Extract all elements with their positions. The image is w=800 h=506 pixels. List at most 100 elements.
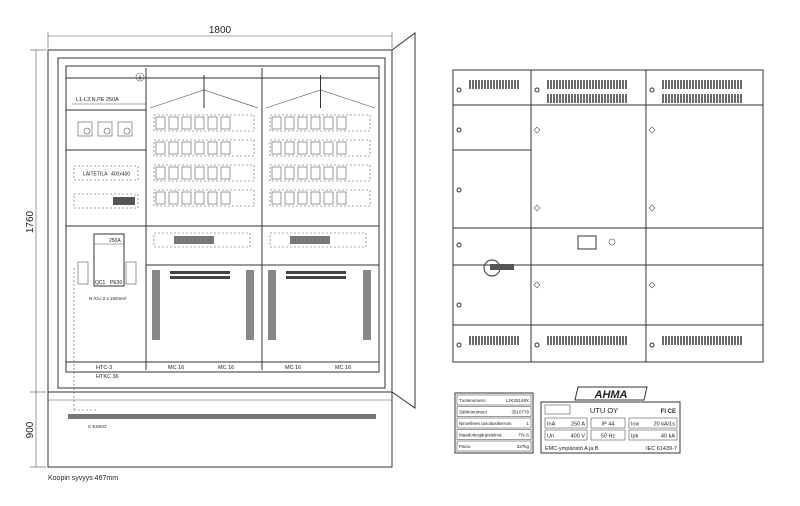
breaker-icon bbox=[284, 191, 295, 205]
plinth-dimension-text: 900 bbox=[25, 421, 36, 438]
spec-label: Paino bbox=[459, 444, 471, 449]
position-mark: 6 bbox=[139, 76, 142, 82]
spec-label: Nimellinen tasoitusikerroin bbox=[459, 421, 512, 426]
breaker-icon bbox=[207, 166, 218, 180]
breaker-row bbox=[153, 189, 255, 207]
spec-row bbox=[456, 429, 532, 440]
breaker-row bbox=[269, 189, 371, 207]
brand-logo: AHMA bbox=[594, 389, 628, 401]
screw-icon bbox=[534, 342, 540, 348]
screw-icon bbox=[456, 342, 462, 348]
bottom-label: MC 16 bbox=[335, 365, 351, 371]
screw-icon bbox=[456, 127, 462, 133]
rating-text: 250 A bbox=[571, 422, 585, 428]
breaker-row bbox=[153, 164, 255, 182]
n-busbar bbox=[170, 276, 230, 279]
breaker-icon bbox=[155, 166, 166, 180]
main-switch-id: QC1 bbox=[95, 280, 106, 286]
bottom-label: MC 16 bbox=[285, 365, 301, 371]
screw-icon bbox=[649, 342, 655, 348]
breaker-icon bbox=[181, 141, 192, 155]
breaker-icon bbox=[336, 166, 347, 180]
spec-value: 327kg bbox=[517, 444, 530, 449]
meter-dial bbox=[83, 127, 91, 135]
width-dimension-text: 1800 bbox=[209, 25, 232, 36]
breaker-icon bbox=[220, 191, 231, 205]
dimension-width: 1800 bbox=[47, 25, 393, 48]
breaker-icon bbox=[155, 116, 166, 130]
lock-icon bbox=[533, 126, 541, 134]
energy-meter-icon bbox=[97, 121, 113, 137]
breaker-icon bbox=[271, 166, 282, 180]
breaker-icon bbox=[220, 166, 231, 180]
breaker-icon bbox=[323, 116, 334, 130]
breaker-icon bbox=[194, 166, 205, 180]
main-switch-handle-icon bbox=[483, 259, 514, 277]
vertical-rail bbox=[268, 270, 276, 340]
rating-text: IP 44 bbox=[602, 422, 615, 428]
n-busbar bbox=[286, 276, 346, 279]
vertical-rail bbox=[246, 270, 254, 340]
screw-icon bbox=[456, 302, 462, 308]
rating-cell bbox=[590, 417, 626, 429]
lock-icon bbox=[648, 204, 656, 212]
rail-label: C-KISKO bbox=[88, 424, 107, 429]
rating-text: 400 V bbox=[571, 434, 586, 440]
spec-row bbox=[456, 440, 532, 452]
spec-row bbox=[456, 394, 532, 406]
height-dimension-text: 1760 bbox=[25, 210, 36, 233]
breaker-icon bbox=[155, 141, 166, 155]
c-rail bbox=[68, 414, 376, 419]
dimension-height: 1760 900 bbox=[25, 49, 46, 468]
breaker-icon bbox=[284, 166, 295, 180]
rating-text: Ipk bbox=[631, 434, 639, 440]
terminal-block bbox=[113, 197, 135, 205]
standard-text: IEC 61439-7 bbox=[646, 446, 677, 452]
spec-row bbox=[456, 417, 532, 429]
cabinet-internal-view: 6 L1-L3,N,PE 250A LAITETILA 400x400 250A… bbox=[47, 32, 416, 482]
pe-bar-label: PE30 bbox=[110, 280, 122, 286]
meter-dial bbox=[123, 127, 131, 135]
lock-icon bbox=[648, 126, 656, 134]
breaker-icon bbox=[297, 191, 308, 205]
rating-text: 40 kA bbox=[661, 434, 675, 440]
breaker-icon bbox=[323, 141, 334, 155]
screw-icon bbox=[456, 87, 462, 93]
breaker-icon bbox=[284, 141, 295, 155]
pe-busbar bbox=[286, 271, 346, 274]
breaker-icon bbox=[168, 116, 179, 130]
breaker-icon bbox=[194, 141, 205, 155]
rating-text: Un bbox=[547, 434, 554, 440]
device-space-label: LAITETILA bbox=[83, 172, 108, 178]
rating-text: Icw bbox=[631, 422, 639, 428]
spec-value: 1 bbox=[526, 421, 529, 426]
company-name: UTU OY bbox=[590, 406, 618, 415]
spec-value: LJK25148X bbox=[506, 398, 529, 403]
spec-label: Sähkönumero bbox=[459, 410, 488, 415]
breaker-icon bbox=[168, 141, 179, 155]
main-switch-rating: 250A bbox=[109, 238, 121, 244]
breaker-icon bbox=[194, 191, 205, 205]
breaker-icon bbox=[323, 166, 334, 180]
screw-icon bbox=[534, 87, 540, 93]
breaker-row bbox=[269, 164, 371, 182]
lock-icon bbox=[648, 281, 656, 289]
breaker-icon bbox=[310, 191, 321, 205]
breaker-icon bbox=[271, 141, 282, 155]
energy-meter-icon bbox=[117, 121, 133, 137]
breaker-icon bbox=[310, 116, 321, 130]
cabinet-front-view bbox=[452, 69, 764, 363]
breaker-icon bbox=[297, 141, 308, 155]
breaker-icon bbox=[220, 116, 231, 130]
breaker-icon bbox=[284, 116, 295, 130]
lock-icon bbox=[533, 281, 541, 289]
screw-icon bbox=[456, 242, 462, 248]
breaker-row bbox=[269, 139, 371, 157]
breaker-icon bbox=[207, 116, 218, 130]
breaker-row bbox=[269, 114, 371, 132]
breaker-icon bbox=[207, 141, 218, 155]
rating-cell bbox=[628, 417, 678, 429]
breaker-icon bbox=[181, 191, 192, 205]
